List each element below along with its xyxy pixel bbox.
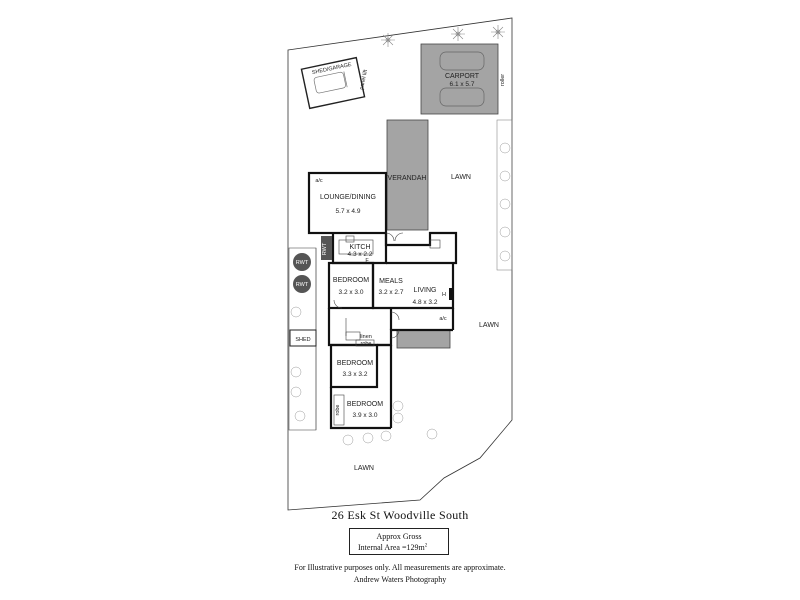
interior-details bbox=[333, 232, 441, 426]
area-value: Internal Area =129m bbox=[358, 542, 425, 552]
shed-label: SHED bbox=[295, 337, 310, 343]
disclaimer: For Illustrative purposes only. All meas… bbox=[294, 563, 506, 572]
ac-lounge-label: a/c bbox=[315, 178, 323, 184]
bedroom-1-label: BEDROOM bbox=[333, 277, 369, 284]
rwt-1-label: RWT bbox=[296, 260, 309, 266]
shed-garage bbox=[300, 56, 366, 110]
living-label: LIVING bbox=[414, 287, 437, 294]
lounge-dining-dimensions: 5.7 x 4.9 bbox=[336, 208, 361, 215]
living-dimensions: 4.8 x 3.2 bbox=[413, 299, 438, 306]
kitchen-label: KITCH bbox=[350, 244, 371, 251]
heater-label: H bbox=[442, 292, 446, 298]
house-walls bbox=[307, 171, 458, 430]
area-line-1: Approx Gross bbox=[376, 532, 422, 541]
area-line-2: Internal Area =129m2 bbox=[358, 543, 427, 552]
bedroom-2-dimensions: 3.3 x 3.2 bbox=[343, 371, 368, 378]
lawn-label-top: LAWN bbox=[451, 174, 471, 181]
carport-label: CARPORT bbox=[445, 73, 480, 80]
bedroom-3-label: BEDROOM bbox=[347, 401, 383, 408]
site-boundary bbox=[287, 17, 513, 511]
area-box: Approx Gross Internal Area =129m2 bbox=[349, 528, 449, 555]
ac-living-label: a/c bbox=[439, 316, 447, 322]
lounge-dining-label: LOUNGE/DINING bbox=[320, 194, 376, 201]
rwt-wall-label: RWT bbox=[322, 242, 328, 255]
photographer-credit: Andrew Waters Photography bbox=[353, 575, 447, 584]
property-title: 26 Esk St Woodville South bbox=[331, 508, 469, 522]
heater bbox=[449, 288, 453, 300]
rainwater-tank-wall bbox=[321, 236, 332, 260]
kitchen-dimensions: 4.3 x 2.2 bbox=[348, 251, 373, 258]
verandah-label: VERANDAH bbox=[388, 175, 427, 182]
rainwater-tank-2 bbox=[293, 275, 311, 293]
area-unit-superscript: 2 bbox=[424, 543, 428, 548]
verandah bbox=[386, 119, 429, 231]
robe-2-label: robe bbox=[335, 404, 341, 415]
bedroom-3-dimensions: 3.9 x 3.0 bbox=[353, 412, 378, 419]
meals-dimensions: 3.2 x 2.7 bbox=[379, 289, 404, 296]
roller-label: roller bbox=[500, 74, 506, 86]
bedroom-2-label: BEDROOM bbox=[337, 360, 373, 367]
small-shed bbox=[289, 329, 317, 347]
robe-1-label: robe bbox=[360, 341, 371, 347]
panel-lift-label: panel lift bbox=[359, 69, 369, 91]
rainwater-tank-1 bbox=[293, 253, 311, 271]
fridge-label: F bbox=[365, 258, 369, 264]
side-path bbox=[496, 119, 513, 271]
tree-icon bbox=[381, 25, 505, 47]
rwt-2-label: RWT bbox=[296, 282, 309, 288]
patio bbox=[396, 329, 451, 349]
carport-dimensions: 6.1 x 5.7 bbox=[450, 81, 475, 88]
lawn-label-bottom: LAWN bbox=[354, 465, 374, 472]
meals-label: MEALS bbox=[379, 278, 403, 285]
car-icon bbox=[439, 51, 485, 107]
shrub-icon bbox=[290, 142, 511, 446]
lawn-label-right: LAWN bbox=[479, 322, 499, 329]
bedroom-1-dimensions: 3.2 x 3.0 bbox=[339, 289, 364, 296]
carport bbox=[420, 43, 499, 115]
linen-label: linen bbox=[360, 334, 372, 340]
